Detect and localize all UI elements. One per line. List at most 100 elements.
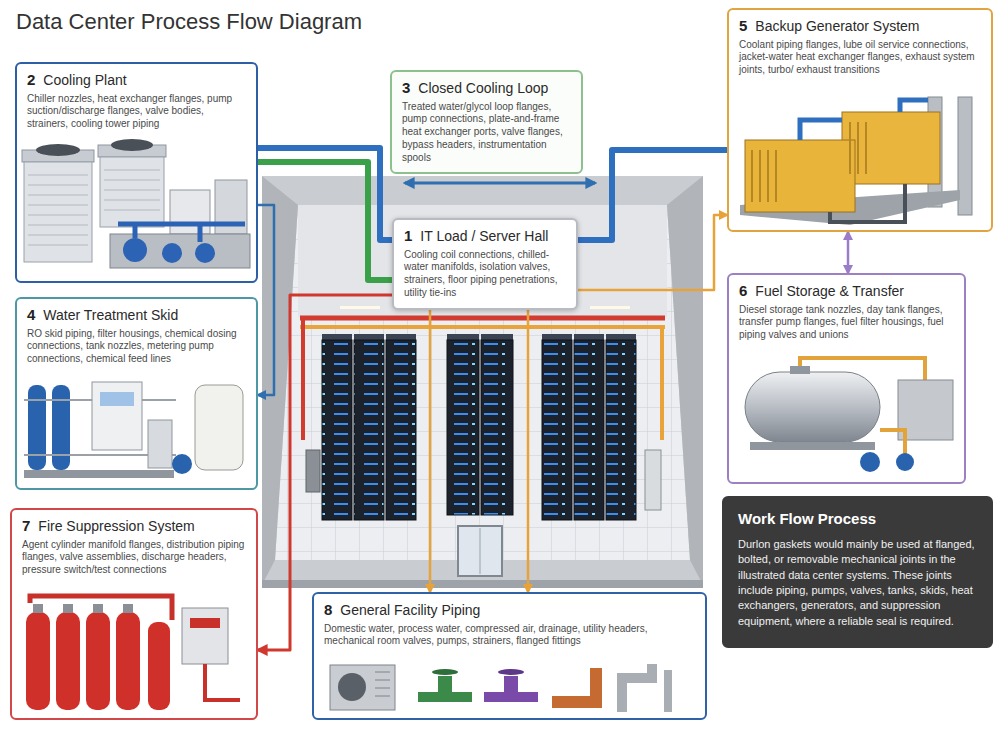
- water-treatment-illustration: [52, 385, 70, 470]
- cooling-plant-illustration: [110, 234, 250, 268]
- fire-suppression-illustration: [33, 604, 43, 613]
- heading-row: 7Fire Suppression System: [22, 517, 246, 536]
- server-hall-building: [306, 450, 320, 492]
- fire-suppression-illustration: [86, 612, 110, 710]
- generator-illustration: [958, 97, 972, 215]
- facility-piping-icons: [330, 665, 395, 710]
- water-treatment-illustration: [92, 382, 142, 450]
- generator-illustration: [830, 184, 905, 222]
- system-box: 8 General Facility PipingDomestic water, …: [312, 592, 707, 720]
- flow-arrow: [258, 205, 274, 395]
- generator-illustration: [842, 112, 940, 184]
- box-heading: Fuel Storage & Transfer: [755, 283, 904, 301]
- generator-illustration: [740, 97, 972, 225]
- callout-number: 4: [27, 306, 35, 323]
- flow-arrow: [429, 310, 432, 592]
- water-treatment-illustration: [24, 382, 243, 478]
- fire-suppression-illustration: [93, 604, 103, 613]
- callout-number: 5: [739, 17, 747, 34]
- server-hall-building: [590, 306, 630, 309]
- server-hall-building: [660, 327, 664, 440]
- fire-suppression-illustration: [123, 604, 133, 613]
- callout-number: 2: [27, 71, 35, 88]
- fire-suppression-illustration: [190, 618, 220, 628]
- glycol-pipe: [258, 162, 392, 280]
- box-heading: Backup Generator System: [755, 18, 919, 36]
- server-racks: [574, 340, 604, 520]
- fuel-storage-illustration: [745, 372, 880, 442]
- server-racks: [386, 340, 416, 520]
- heading-row: Work Flow Process: [738, 510, 977, 529]
- water-treatment-illustration: [28, 385, 46, 470]
- server-racks: [322, 340, 352, 520]
- callout-number: 7: [22, 517, 30, 534]
- cooling-plant-illustration: [22, 139, 250, 268]
- box-heading: IT Load / Server Hall: [420, 228, 548, 246]
- heading-row: 5 Backup Generator System: [739, 17, 981, 36]
- box-description: Durlon gaskets would mainly be used at f…: [738, 537, 977, 629]
- cooling-plant-illustration: [123, 238, 147, 262]
- server-racks: [354, 334, 384, 340]
- diagram-title: Data Center Process Flow Diagram: [16, 9, 362, 35]
- fire-suppression-illustration: [205, 664, 240, 700]
- server-racks: [386, 334, 416, 340]
- fuel-storage-illustration: [860, 452, 880, 472]
- server-hall-building: [340, 306, 380, 309]
- system-box: 1 IT Load / Server HallCooling coil conne…: [392, 218, 578, 310]
- box-description: Cooling coil connections, chilled-water …: [404, 249, 566, 300]
- cooling-plant-illustration: [111, 139, 153, 151]
- server-racks: [606, 340, 636, 520]
- server-hall-building: [645, 450, 661, 510]
- fuel-storage-illustration: [896, 453, 914, 471]
- fire-suppression-illustration: [148, 622, 170, 710]
- server-racks: [447, 340, 479, 515]
- callout-number: 1: [404, 227, 412, 244]
- system-box: 4Water Treatment SkidRO skid piping, fil…: [15, 297, 258, 490]
- cooling-plant-illustration: [100, 157, 164, 227]
- server-racks: [354, 340, 384, 520]
- fire-suppression-illustration: [63, 604, 73, 613]
- server-hall-building: [262, 176, 703, 588]
- facility-piping-icons: [330, 664, 668, 712]
- box-description: Domestic water, process water, compresse…: [324, 623, 695, 649]
- box-description: Diesel storage tank nozzles, day tank fl…: [739, 304, 954, 342]
- water-treatment-illustration: [172, 454, 192, 474]
- server-racks: [481, 340, 513, 515]
- facility-piping-icons: [552, 668, 596, 702]
- water-treatment-illustration: [24, 470, 174, 478]
- server-racks: [542, 334, 572, 340]
- flow-arrow: [847, 232, 850, 273]
- facility-piping-icons: [432, 669, 458, 675]
- cooling-plant-illustration: [24, 162, 92, 262]
- system-box: 6Fuel Storage & TransferDiesel storage t…: [727, 273, 966, 484]
- callout-number: 3: [402, 79, 410, 96]
- heading-row: 2Cooling Plant: [27, 71, 246, 90]
- flow-arrow: [578, 215, 727, 290]
- server-hall-building: [300, 325, 665, 329]
- callout-number: 8: [324, 601, 332, 618]
- box-heading: General Facility Piping: [340, 602, 480, 620]
- facility-piping-icons: [338, 673, 366, 701]
- fire-suppression-illustration: [182, 608, 228, 664]
- box-description: Chiller nozzles, heat exchanger flanges,…: [27, 93, 246, 131]
- flow-arrow: [258, 295, 392, 650]
- box-heading: Work Flow Process: [738, 510, 876, 529]
- chilled-water-pipe: [578, 150, 727, 240]
- note-box: Work Flow ProcessDurlon gaskets would ma…: [722, 496, 993, 648]
- system-box: 2Cooling PlantChiller nozzles, heat exch…: [15, 62, 258, 283]
- system-box: 7Fire Suppression SystemAgent cylinder m…: [10, 508, 258, 720]
- box-description: Treated water/glycol loop flanges, pump …: [402, 101, 571, 165]
- cooling-plant-illustration: [195, 243, 215, 263]
- server-hall-building: [262, 176, 703, 585]
- heading-row: 4Water Treatment Skid: [27, 306, 246, 325]
- flow-arrow: [527, 310, 530, 592]
- flow-arrow: [405, 182, 595, 185]
- generator-illustration: [800, 100, 928, 140]
- fuel-storage-illustration: [750, 442, 875, 450]
- cooling-plant-illustration: [170, 190, 210, 234]
- facility-piping-icons: [498, 669, 524, 675]
- box-description: Agent cylinder manifold flanges, distrib…: [22, 539, 246, 577]
- server-hall-building: [262, 580, 703, 588]
- facility-piping-icons: [664, 670, 672, 712]
